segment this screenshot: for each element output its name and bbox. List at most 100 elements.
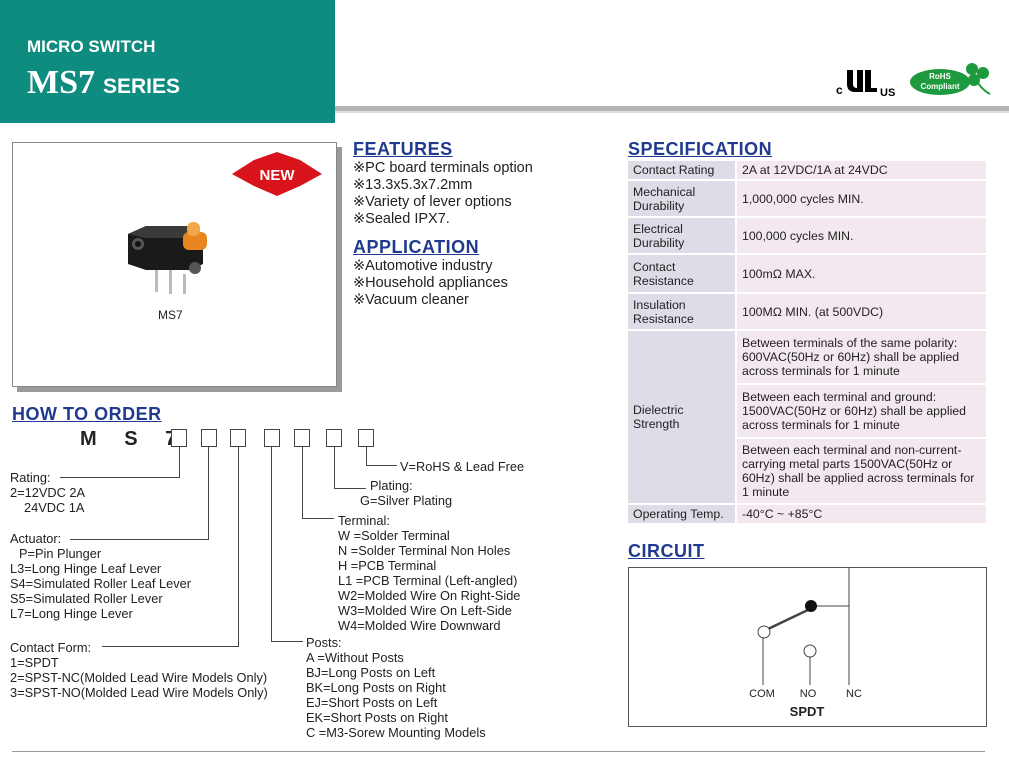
header-title: MS7 SERIES [27,64,180,102]
contact-form-option: 1=SPDT [10,655,59,670]
application-title: APPLICATION [353,237,480,257]
series-label: SERIES [103,75,181,98]
ul-us-text: US [880,87,895,99]
posts-option: EJ=Short Posts on Left [306,695,438,710]
posts-block: Posts: A =Without Posts BJ=Long Posts on… [306,635,486,740]
table-row: Between each terminal and ground: 1500VA… [628,384,986,439]
connector-line [208,447,209,540]
posts-heading: Posts: [306,635,342,650]
actuator-option: L7=Long Hinge Lever [10,606,133,621]
spec-value: -40°C ~ +85°C [735,504,986,525]
ul-c-text: c [836,83,843,97]
application-item: ※Vacuum cleaner [353,292,469,308]
actuator-block: Actuator: P=Pin Plunger L3=Long Hinge Le… [10,531,191,621]
posts-option: C =M3-Sorew Mounting Models [306,725,486,740]
product-label: MS7 [158,308,183,322]
terminal-block: Terminal: W =Solder Terminal N =Solder T… [338,513,520,633]
spec-key: Dielectric Strength [628,330,736,505]
code-box-rohs [358,429,374,447]
spec-value: Between each terminal and non-current-ca… [735,438,986,505]
plating-block: Plating: G=Silver Plating [360,478,452,508]
feature-item: ※Variety of lever options [353,194,512,210]
features-title: FEATURES [353,139,453,159]
new-badge-text: NEW [260,167,296,184]
connector-line [179,447,180,478]
connector-line [302,447,303,519]
ul-logo-icon: c US [836,70,895,99]
header-subtitle: MICRO SWITCH [27,37,156,56]
rating-option: 2=12VDC 2A [10,485,86,500]
model-name: MS7 [27,64,95,101]
header-divider [335,106,1009,111]
connector-line [70,539,209,540]
spec-value: 2A at 12VDC/1A at 24VDC [735,161,986,181]
table-row: Insulation Resistance 100MΩ MIN. (at 500… [628,293,986,331]
table-row: Contact Resistance 100mΩ MAX. [628,254,986,294]
circuit-diagram: COM NO NC SPDT [749,567,862,719]
contact-form-block: Contact Form: 1=SPDT 2=SPST-NC(Molded Le… [10,640,268,700]
table-row: Operating Temp. -40°C ~ +85°C [628,504,986,525]
spec-key: Insulation Resistance [628,293,736,331]
table-row: Between each terminal and non-current-ca… [628,438,986,505]
switch-image [128,222,207,294]
table-row: Contact Rating 2A at 12VDC/1A at 24VDC [628,161,986,181]
nc-contact-icon [805,600,817,612]
actuator-heading: Actuator: [10,531,62,546]
table-row: Dielectric Strength Between terminals of… [628,330,986,505]
rating-block: Rating: 2=12VDC 2A 24VDC 1A [10,470,85,515]
com-contact-icon [757,625,771,639]
spec-key: Contact Resistance [628,254,736,294]
spec-key: Operating Temp. [628,504,736,525]
posts-option: A =Without Posts [306,650,404,665]
terminal-heading: Terminal: [338,513,390,528]
certification-logos: c US RoHS Compliant [836,63,991,99]
header-banner [0,0,335,123]
posts-option: BJ=Long Posts on Left [306,665,436,680]
spec-key: Contact Rating [628,161,736,181]
contact-form-option: 3=SPST-NO(Molded Lead Wire Models Only) [10,685,268,700]
feature-item: ※Sealed IPX7. [353,211,450,227]
connector-line [60,477,180,478]
code-box-plating [326,429,342,447]
spec-value: 100MΩ MIN. (at 500VDC) [735,293,986,331]
actuator-option: S5=Simulated Roller Lever [10,591,163,606]
application-item: ※Household appliances [353,275,508,291]
new-badge: NEW [232,152,322,196]
plating-heading: Plating: [370,478,413,493]
specification-table: Contact Rating 2A at 12VDC/1A at 24VDC M… [628,161,986,525]
code-box-rating [171,429,187,447]
circuit-type-label: SPDT [790,704,825,719]
table-row: Mechanical Durability 1,000,000 cycles M… [628,180,986,218]
spec-key: Mechanical Durability [628,180,736,218]
terminal-option: W4=Molded Wire Downward [338,618,501,633]
connector-line [334,488,366,489]
terminal-option: N =Solder Terminal Non Holes [338,543,511,558]
spec-value: 100mΩ MAX. [735,254,986,294]
terminal-option: W3=Molded Wire On Left-Side [338,603,512,618]
footer-divider [12,751,985,752]
specification-title: SPECIFICATION [628,139,773,159]
contact-form-heading: Contact Form: [10,640,92,655]
feature-item: ※13.3x5.3x7.2mm [353,177,473,193]
rating-heading: Rating: [10,470,51,485]
terminal-option: H =PCB Terminal [338,558,437,573]
spec-value: Between each terminal and ground: 1500VA… [735,384,986,439]
terminal-option: L1 =PCB Terminal (Left-angled) [338,573,518,588]
rating-option: 24VDC 1A [24,500,85,515]
spec-key: Electrical Durability [628,217,736,255]
circuit-title: CIRCUIT [628,541,705,561]
com-label: COM [749,688,775,700]
order-title: HOW TO ORDER [12,404,162,424]
connector-line [302,518,334,519]
no-contact-icon [803,644,817,658]
actuator-option: S4=Simulated Roller Leaf Lever [10,576,192,591]
actuator-option: P=Pin Plunger [19,546,102,561]
rohs-logo-icon: RoHS Compliant [910,63,991,95]
code-box-terminal [294,429,310,447]
contact-form-option: 2=SPST-NC(Molded Lead Wire Models Only) [10,670,268,685]
spec-value: 100,000 cycles MIN. [735,217,986,255]
connector-line [366,447,367,466]
connector-line [334,447,335,489]
no-label: NO [800,688,817,700]
application-item: ※Automotive industry [353,258,493,274]
